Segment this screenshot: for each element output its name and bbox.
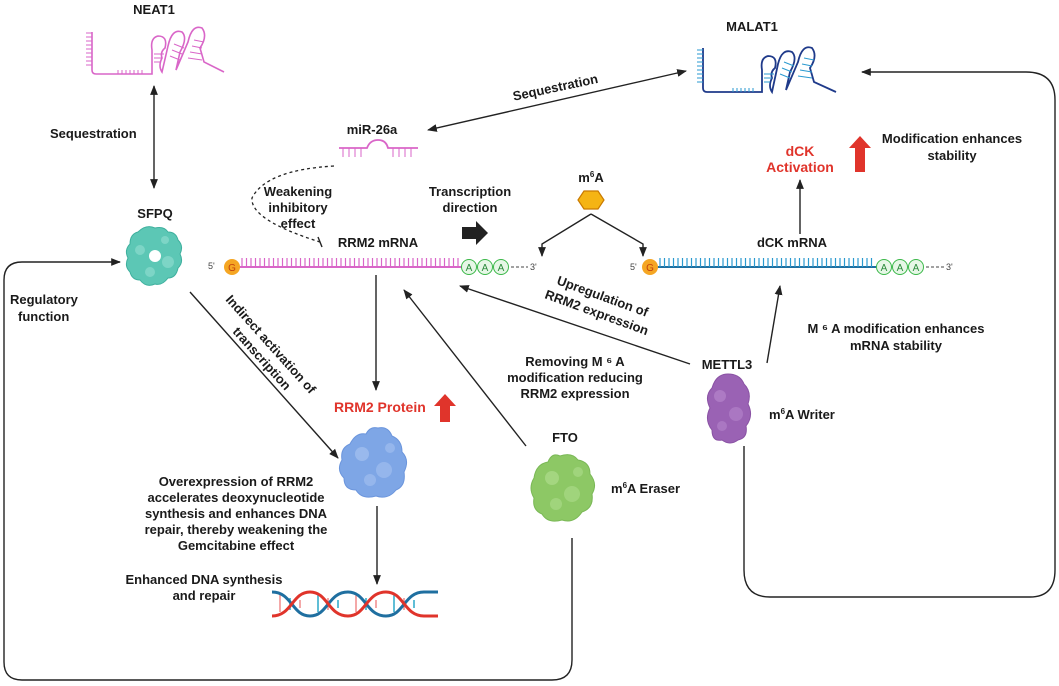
weakening-label: Weakening (264, 184, 332, 199)
neat1-rna-icon (86, 26, 225, 75)
dck-up-arrow-icon (849, 136, 871, 172)
regulatory-function-label: Regulatory (10, 292, 79, 307)
sequestration-left-label: Sequestration (50, 126, 137, 141)
dck-activation-label: dCK (786, 143, 815, 159)
svg-text:A: A (482, 263, 489, 274)
mir26a-rna-icon (339, 139, 418, 157)
rrm2-mrna-bases (241, 258, 459, 267)
weakening-inhibition-line (251, 165, 335, 243)
indirect-activation-arrow (189, 291, 339, 459)
modification-stability-label-2: stability (927, 148, 977, 163)
svg-text:A: A (498, 263, 505, 274)
fto-to-rrm2-arrow (403, 289, 527, 447)
rrm2-protein-icon (338, 427, 408, 498)
overexpression-label-5: Gemcitabine effect (178, 538, 295, 553)
mettl3-label: METTL3 (702, 357, 753, 372)
overexpression-label-2: accelerates deoxynucleotide (147, 490, 324, 505)
mettl3-protein-icon (706, 373, 752, 444)
dna-helix-icon (271, 590, 438, 618)
inhibition-bar (317, 236, 323, 248)
dck-mrna-label: dCK mRNA (757, 235, 828, 250)
weakening-label-3: effect (281, 216, 316, 231)
dna-label: Enhanced DNA synthesis (125, 572, 282, 587)
svg-text:A: A (897, 263, 904, 274)
rrm2-polya-tail: A A A (461, 259, 509, 275)
m6a-stability-label: M ⁶ A modification enhances (808, 321, 985, 336)
sfpq-protein-icon (125, 226, 183, 286)
modification-stability-label: Modification enhances (882, 131, 1022, 146)
overexpression-label-3: synthesis and enhances DNA (145, 506, 328, 521)
m6a-stability-label-2: mRNA stability (850, 338, 943, 353)
malat1-label: MALAT1 (726, 19, 778, 34)
weakening-label-2: inhibitory (268, 200, 328, 215)
mettl3-malat1-loop-line (743, 68, 1056, 598)
svg-text:A: A (881, 263, 888, 274)
removing-m6a-label: Removing M ⁶ A (525, 354, 625, 369)
dck-mrna-bases (659, 258, 873, 267)
mettl3-role-label: m6A Writer (769, 407, 835, 422)
overexpression-label-4: repair, thereby weakening the (145, 522, 328, 537)
sequestration-top-label: Sequestration (511, 71, 599, 104)
dna-label-2: and repair (173, 588, 236, 603)
fto-role-label: m6A Eraser (611, 481, 680, 496)
mettl3-to-rrm2-arrow (459, 285, 691, 365)
removing-m6a-label-3: RRM2 expression (520, 386, 629, 401)
dck-activation-label-2: Activation (766, 159, 834, 175)
dck-five-prime: 5' (630, 262, 637, 272)
rrm2-cap-icon (224, 259, 240, 275)
malat1-rna-icon (697, 46, 837, 95)
dck-polya-tail: A A A (876, 259, 924, 275)
rrm2-up-arrow-icon (434, 394, 456, 422)
rrm2-five-prime: 5' (208, 261, 215, 271)
svg-text:A: A (913, 263, 920, 274)
fto-protein-icon (530, 454, 596, 522)
overexpression-label: Overexpression of RRM2 (159, 474, 314, 489)
rrm2-protein-label: RRM2 Protein (334, 399, 426, 415)
mir26a-malat1-arrow (427, 69, 687, 132)
rrm2-cap-label: G (228, 263, 236, 274)
sfpq-label: SFPQ (137, 206, 172, 221)
rrm2-three-prime: 3' (530, 262, 537, 272)
regulatory-loop-line (3, 258, 573, 681)
m6a-hexagon-icon (577, 190, 605, 210)
m6a-to-rrm2-arrow (538, 213, 592, 257)
dck-three-prime: 3' (946, 262, 953, 272)
transcription-direction-label: Transcription (429, 184, 511, 199)
fto-label: FTO (552, 430, 578, 445)
svg-text:A: A (466, 263, 473, 274)
mir26a-label: miR-26a (347, 122, 398, 137)
dck-cap-label: G (646, 263, 654, 274)
regulatory-function-label-2: function (18, 309, 69, 324)
m6a-label: m6A (578, 170, 604, 185)
dck-cap-icon (642, 259, 658, 275)
mettl3-to-dck-arrow (766, 285, 783, 364)
transcription-direction-arrow-icon (462, 221, 488, 245)
neat1-label: NEAT1 (133, 2, 175, 17)
removing-m6a-label-2: modification reducing (507, 370, 643, 385)
transcription-direction-label-2: direction (443, 200, 498, 215)
m6a-to-dck-arrow (590, 213, 647, 257)
rrm2-mrna-label: RRM2 mRNA (338, 235, 419, 250)
